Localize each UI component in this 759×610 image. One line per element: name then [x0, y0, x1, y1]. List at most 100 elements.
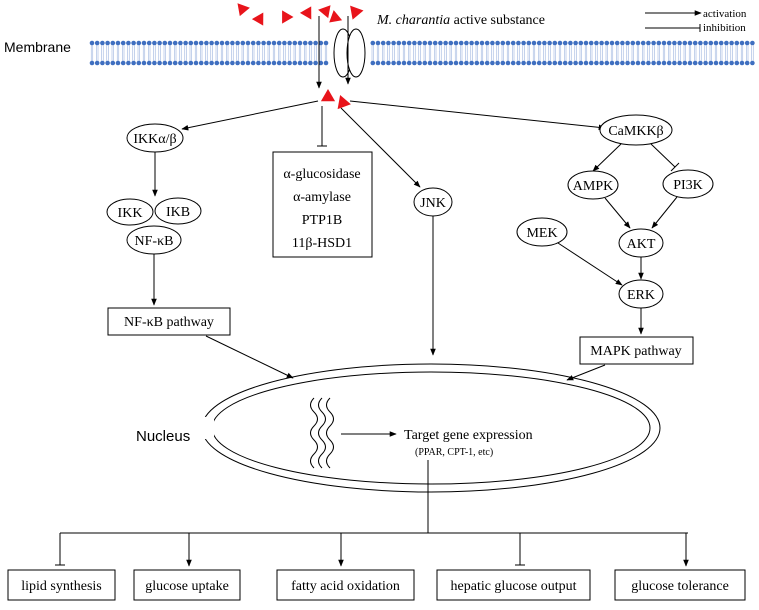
lipid-head	[297, 60, 303, 66]
lipid-head	[562, 40, 568, 46]
lipid-head	[583, 60, 589, 66]
lipid-head	[391, 60, 396, 66]
lipid-head	[230, 60, 235, 66]
lipid-head	[614, 60, 620, 66]
outcome-label: hepatic glucose output	[451, 579, 577, 594]
nucleus-label: Nucleus	[136, 428, 190, 445]
lipid-head	[692, 60, 698, 66]
lipid-head	[380, 40, 386, 46]
substance-molecule	[318, 5, 331, 19]
lipid-head	[276, 60, 282, 66]
lipid-head	[204, 40, 209, 46]
lipid-head	[552, 60, 558, 66]
lipid-head	[718, 40, 724, 46]
substance-molecule	[282, 10, 294, 24]
lipid-head	[526, 40, 532, 46]
lipid-head	[406, 60, 412, 66]
lipid-head	[396, 40, 402, 46]
lipid-head	[422, 60, 428, 66]
lipid-head	[432, 40, 438, 46]
lipid-head	[516, 40, 521, 46]
lipid-head	[157, 60, 162, 66]
lipid-head	[578, 40, 584, 46]
inhibit-camkkb-to-pi3k-bar	[670, 162, 680, 172]
node-ikk	[106, 198, 154, 226]
lipid-head	[651, 40, 656, 46]
substance-molecules	[237, 3, 364, 26]
substance-molecule	[320, 89, 336, 102]
lipid-head	[386, 40, 391, 46]
lipid-head	[261, 60, 266, 66]
lipid-head	[630, 40, 636, 46]
lipid-head	[193, 40, 199, 46]
node-mek-label: MEK	[526, 226, 557, 241]
lipid-head	[666, 60, 672, 66]
lipid-head	[386, 60, 391, 66]
lipid-head	[370, 60, 376, 66]
lipid-head	[500, 60, 506, 66]
lipid-head	[505, 40, 511, 46]
arrow-mek-to-erk	[557, 242, 623, 286]
lipid-head	[224, 40, 230, 46]
lipid-head	[183, 40, 188, 46]
lipid-head	[750, 60, 755, 66]
lipid-head	[604, 40, 610, 46]
lipid-head	[672, 40, 677, 46]
lipid-head	[609, 40, 615, 46]
lipid-head	[427, 60, 433, 66]
lipid-head	[656, 40, 662, 46]
lipid-head	[516, 60, 521, 66]
lipid-head	[531, 60, 537, 66]
lipid-head	[573, 60, 578, 66]
node-nfkb-label: NF-κB	[135, 234, 174, 249]
lipid-head	[557, 40, 563, 46]
lipid-head	[422, 40, 428, 46]
lipid-head	[692, 40, 698, 46]
node-erk-label: ERK	[627, 288, 655, 303]
inhibit-camkkb-to-pi3k	[650, 143, 676, 168]
lipid-head	[625, 60, 630, 66]
arrow-to-camkkb	[349, 100, 606, 131]
lipid-head	[136, 40, 142, 46]
node-pi3k	[662, 169, 714, 199]
arrow-ampk-to-akt	[604, 197, 631, 229]
lipid-head	[188, 40, 194, 46]
lipid-head	[562, 60, 568, 66]
node-akt-label: AKT	[627, 237, 656, 252]
lipid-head	[661, 60, 667, 66]
lipid-head	[547, 40, 552, 46]
lipid-head	[250, 60, 256, 66]
lipid-head	[594, 60, 599, 66]
lipid-head	[375, 40, 381, 46]
lipid-head	[651, 60, 656, 66]
outcome-label: fatty acid oxidation	[291, 579, 400, 594]
lipid-head	[594, 40, 599, 46]
lipid-head	[152, 40, 157, 46]
node-ikkab-label: IKKα/β	[133, 132, 176, 147]
lipid-head	[729, 40, 734, 46]
lipid-head	[718, 60, 724, 66]
lipid-head	[542, 40, 547, 46]
lipid-head	[656, 60, 662, 66]
lipid-head	[302, 40, 308, 46]
lipid-head	[224, 60, 230, 66]
lipid-head	[453, 60, 459, 66]
substance-molecule	[251, 12, 264, 26]
lipid-head	[183, 60, 188, 66]
lipid-head	[635, 60, 641, 66]
lipid-head	[391, 40, 396, 46]
outcome-label: glucose tolerance	[631, 579, 729, 594]
lipid-head	[323, 60, 329, 66]
legend-activation-label: activation	[703, 8, 747, 20]
lipid-head	[469, 40, 474, 46]
lipid-head	[713, 60, 719, 66]
arrow-to-ikkab	[181, 100, 319, 131]
lipid-head	[635, 40, 641, 46]
lipid-head	[646, 40, 651, 46]
lipid-head	[557, 60, 563, 66]
lipid-head	[157, 40, 162, 46]
lipid-head	[313, 40, 318, 46]
lipid-head	[536, 60, 542, 66]
